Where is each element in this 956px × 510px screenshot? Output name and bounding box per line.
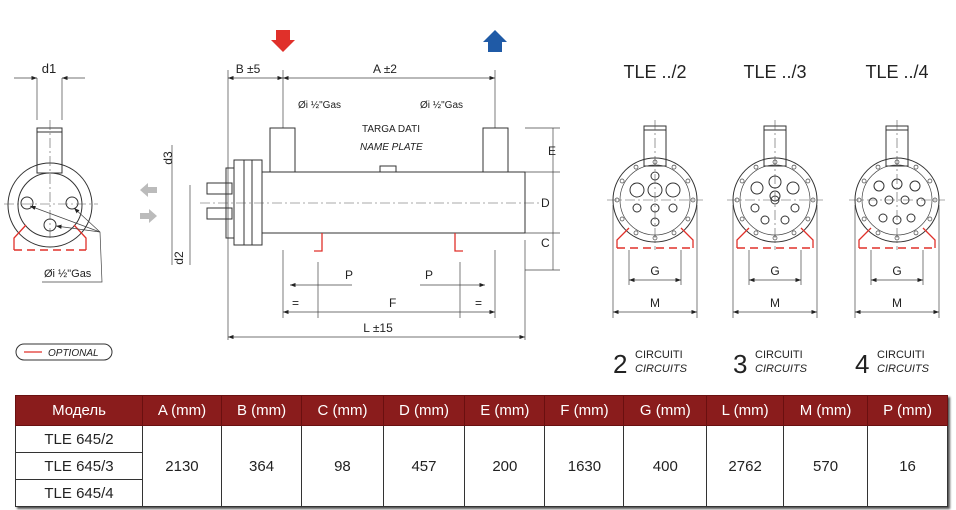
model-cell: TLE 645/3 [15,452,143,480]
tube-hole [790,203,800,213]
value-g: 400 [623,425,708,507]
optional-legend: OPTIONAL [48,348,99,359]
table-row: TLE 645/3 [15,452,948,480]
nameplate-label: NAME PLATE [360,142,423,153]
inlet-arrow-icon [271,30,295,52]
col-a: A (mm) [142,395,222,426]
col-f: F (mm) [544,395,625,426]
l-dim: L ±15 [363,321,393,335]
circuits-label: CIRCUITS [877,363,930,375]
end-view: TLE ../3G M 3 CIRCUITI CIRCUITS [727,62,823,379]
gas-label: Øi ½"Gas [44,268,92,280]
p-left-label: P [345,268,353,282]
tube-hole [878,213,888,223]
value-p: 16 [867,425,948,507]
tube-hole [916,197,926,207]
col-d: D (mm) [382,395,466,426]
tube-hole [780,215,790,225]
b-dim: B ±5 [236,62,261,76]
m-label: M [770,296,780,310]
tube-hole [668,203,678,213]
flow-in-arrow-icon [140,209,157,223]
circuit-count: 3 [733,349,747,379]
dimensions-table: Модель A (mm) B (mm) C (mm) D (mm) E (mm… [15,395,948,507]
gas-left-label: Øi ½"Gas [298,100,341,111]
tube-hole [632,203,642,213]
m-label: M [892,296,902,310]
value-f: 1630 [544,425,625,507]
model-cell: TLE 645/2 [15,425,143,453]
model-cell: TLE 645/4 [15,479,143,507]
tube-hole [786,181,800,195]
circuits-label: CIRCUITS [635,363,688,375]
tube-hole [906,213,916,223]
table-header-row: Модель A (mm) B (mm) C (mm) D (mm) E (mm… [15,395,948,426]
end-view-title: TLE ../3 [743,62,806,82]
circuiti-label: CIRCUITI [877,349,925,361]
outlet-arrow-icon [483,30,507,52]
col-model: Модель [15,395,143,426]
tube-hole [750,203,760,213]
tube-hole [750,181,764,195]
tube-hole [760,215,770,225]
p-right-label: P [425,268,433,282]
a-dim: A ±2 [373,62,397,76]
value-a: 2130 [142,425,222,507]
c-label: C [541,236,550,250]
d3-label: d3 [161,151,175,165]
eq-left: = [292,296,299,310]
circuits-label: CIRCUITS [755,363,808,375]
f-label: F [389,296,396,310]
technical-drawing: d1 Øi ½"Gas OPTIONAL B ±5 A ±2 Øi ½"Gas … [4,30,945,379]
d1-label: d1 [42,61,56,76]
tube-hole [629,182,645,198]
eq-right: = [475,296,482,310]
value-l: 2762 [706,425,785,507]
end-view: TLE ../4G M 4 CIRCUITI CIRCUITS [849,62,945,379]
value-e: 200 [464,425,546,507]
circuiti-label: CIRCUITI [635,349,683,361]
col-e: E (mm) [464,395,546,426]
value-b: 364 [220,425,303,507]
e-label: E [548,144,556,158]
g-label: G [650,264,659,278]
d2-label: d2 [172,251,186,265]
main-view: B ±5 A ±2 Øi ½"Gas Øi ½"Gas TARGA DATI N… [161,30,560,340]
m-label: M [650,296,660,310]
tube-hole [909,180,921,192]
gas-right-label: Øi ½"Gas [420,100,463,111]
value-m: 570 [783,425,869,507]
col-m: M (mm) [783,395,869,426]
table-row: TLE 645/2 2130 364 98 457 200 1630 400 2… [15,425,948,507]
end-view-title: TLE ../4 [865,62,928,82]
d-label: D [541,196,550,210]
flow-out-arrow-icon [140,183,157,197]
table-row: TLE 645/4 [15,479,948,507]
value-d: 457 [382,425,466,507]
circuiti-label: CIRCUITI [755,349,803,361]
circuit-count: 4 [855,349,869,379]
g-label: G [892,264,901,278]
tube-hole [868,197,878,207]
g-label: G [770,264,779,278]
circuit-count: 2 [613,349,627,379]
col-p: P (mm) [867,395,948,426]
col-c: C (mm) [301,395,384,426]
col-b: B (mm) [220,395,303,426]
tube-hole [873,180,885,192]
end-view: TLE ../2G M 2 CIRCUITI CIRCUITS [607,62,703,379]
value-c: 98 [301,425,384,507]
tube-hole [665,182,681,198]
col-g: G (mm) [623,395,708,426]
targa-label: TARGA DATI [362,124,420,135]
col-l: L (mm) [706,395,785,426]
end-view-title: TLE ../2 [623,62,686,82]
side-view: d1 Øi ½"Gas OPTIONAL [4,61,113,361]
